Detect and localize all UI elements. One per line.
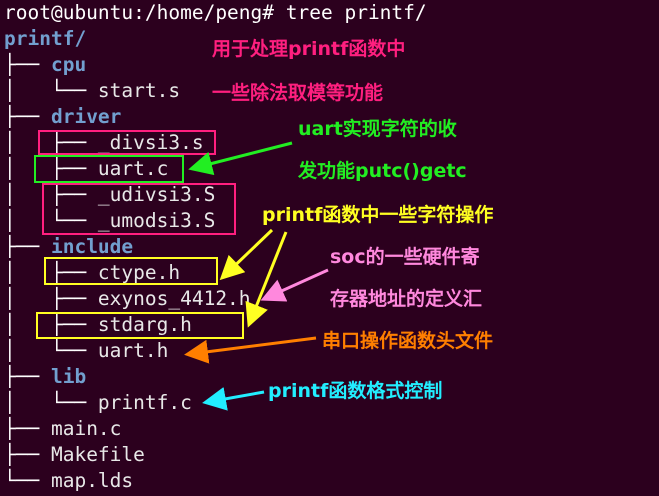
uart-note-line1: uart实现字符的收 xyxy=(298,118,457,140)
tree-branch: │ └── xyxy=(4,339,98,362)
tree-line: ├── cpu xyxy=(4,52,86,78)
file-name: ctype.h xyxy=(97,261,181,284)
shell-prompt: root@ubuntu:/home/peng# xyxy=(4,1,286,24)
tree-line: │ ├── _udivsi3.S xyxy=(4,182,215,208)
tree-line: ├── include xyxy=(4,234,133,260)
stdarg-arrow xyxy=(245,231,288,328)
file-name: Makefile xyxy=(50,443,145,466)
file-name: main.c xyxy=(50,417,122,440)
tree-branch: │ ├── xyxy=(4,157,98,180)
tree-line: │ ├── uart.c xyxy=(4,156,168,182)
uart-note-line2: 发功能putc()getc xyxy=(298,160,467,182)
tree-line: │ ├── stdarg.h xyxy=(4,312,192,338)
soc-note-line1: soc的一些硬件寄 xyxy=(330,246,480,268)
file-name: printf.c xyxy=(97,391,192,414)
printf-chars-note: printf函数中一些字符操作 xyxy=(262,204,494,226)
directory-name: cpu xyxy=(50,53,87,76)
tree-line: │ ├── exynos_4412.h xyxy=(4,286,251,312)
tree-line: │ └── _umodsi3.S xyxy=(4,208,215,234)
tree-branch: │ ├── xyxy=(4,313,98,336)
uart-c-arrow xyxy=(188,141,293,176)
tree-branch: ├── xyxy=(4,417,51,440)
tree-branch: ├── xyxy=(4,105,51,128)
tree-line: ├── driver xyxy=(4,104,121,130)
file-name: _divsi3.s xyxy=(97,131,204,154)
cpu-note-line2: 一些除法取模等功能 xyxy=(212,82,384,104)
printf-c-arrow xyxy=(202,387,265,411)
tree-line: ├── Makefile xyxy=(4,442,145,468)
file-name: uart.c xyxy=(97,157,169,180)
tree-branch: │ ├── xyxy=(4,131,98,154)
directory-name: lib xyxy=(50,365,87,388)
tree-line: ├── main.c xyxy=(4,416,121,442)
tree-line: └── map.lds xyxy=(4,468,133,494)
file-name: map.lds xyxy=(50,469,134,492)
tree-line: │ ├── _divsi3.s xyxy=(4,130,204,156)
cpu-note-line1: 用于处理printf函数中 xyxy=(212,38,406,60)
tree-branch: └── xyxy=(4,469,51,492)
file-name: _udivsi3.S xyxy=(97,183,216,206)
tree-line: │ ├── ctype.h xyxy=(4,260,180,286)
tree-line: printf/ xyxy=(4,26,86,52)
ctype-arrow xyxy=(219,228,274,281)
tree-line: │ └── printf.c xyxy=(4,390,192,416)
tree-branch: │ └── xyxy=(4,209,98,232)
prompt-line: root@ubuntu:/home/peng# tree printf/ xyxy=(4,0,427,26)
file-name: stdarg.h xyxy=(97,313,192,336)
tree-line: │ └── start.s xyxy=(4,78,180,104)
printf-fmt-note: printf函数格式控制 xyxy=(268,380,443,402)
tree-line: ├── lib xyxy=(4,364,86,390)
tree-branch: │ └── xyxy=(4,391,98,414)
tree-branch: ├── xyxy=(4,443,51,466)
uart-h-arrow xyxy=(184,336,317,364)
directory-name: include xyxy=(50,235,134,258)
file-name: start.s xyxy=(97,79,181,102)
directory-name: driver xyxy=(50,105,122,128)
uart-h-note: 串口操作函数头文件 xyxy=(322,330,494,352)
tree-branch: ├── xyxy=(4,365,51,388)
directory-name: printf/ xyxy=(4,27,87,50)
tree-branch: ├── xyxy=(4,53,51,76)
file-name: _umodsi3.S xyxy=(97,209,216,232)
tree-line: │ └── uart.h xyxy=(4,338,168,364)
tree-branch: ├── xyxy=(4,235,51,258)
tree-branch: │ ├── xyxy=(4,183,98,206)
file-name: uart.h xyxy=(97,339,169,362)
tree-branch: │ ├── xyxy=(4,261,98,284)
soc-note-line2: 存器地址的定义汇 xyxy=(330,288,483,310)
exynos-arrow xyxy=(260,268,329,302)
shell-command: tree printf/ xyxy=(285,1,427,24)
tree-branch: │ └── xyxy=(4,79,98,102)
file-name: exynos_4412.h xyxy=(97,287,251,310)
tree-branch: │ ├── xyxy=(4,287,98,310)
